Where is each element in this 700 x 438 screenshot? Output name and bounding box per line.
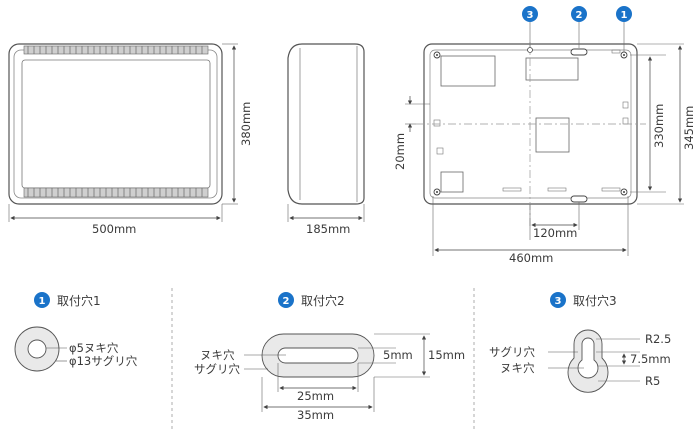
- detail-3-spacing: 7.5mm: [630, 352, 671, 366]
- detail-2-label-nuki: ヌキ穴: [200, 348, 235, 362]
- detail-2-inner-h: 5mm: [383, 348, 413, 362]
- back-height-label: 345mm: [682, 106, 696, 150]
- detail-1-title: 取付穴1: [57, 293, 101, 308]
- side-view: [287, 43, 365, 222]
- detail-2-title: 取付穴2: [301, 293, 345, 308]
- side-depth-label: 185mm: [306, 222, 350, 236]
- detail-1-label-2: φ13サグリ穴: [69, 354, 138, 368]
- svg-text:2: 2: [283, 296, 290, 307]
- front-view: [8, 43, 238, 222]
- badge-3-top: 3: [522, 6, 538, 22]
- detail-1-label-1: φ5ヌキ穴: [69, 341, 119, 355]
- detail-2-inner-w: 25mm: [297, 389, 334, 403]
- detail-3-r-small: R2.5: [645, 332, 671, 346]
- badge-2-top: 2: [571, 6, 587, 22]
- detail-3: 3 取付穴3 サグリ穴 ヌキ穴 R2.5 7.5mm R5: [489, 292, 671, 393]
- detail-3-r-large: R5: [645, 374, 660, 388]
- badge-3: [550, 292, 566, 308]
- detail-2-outer-w: 35mm: [297, 408, 334, 422]
- svg-text:3: 3: [555, 296, 562, 307]
- detail-3-label-saguri: サグリ穴: [489, 345, 535, 359]
- detail-3-title: 取付穴3: [573, 293, 617, 308]
- detail-2-outer-h: 15mm: [428, 348, 465, 362]
- detail-1: 1 取付穴1 φ5ヌキ穴 φ13サグリ穴: [14, 292, 138, 372]
- svg-text:1: 1: [39, 296, 46, 307]
- badge-1: [34, 292, 50, 308]
- back-hole-spacing-h-label: 460mm: [509, 251, 553, 265]
- svg-text:2: 2: [576, 10, 583, 21]
- back-hole-spacing-v-label: 330mm: [652, 104, 666, 148]
- front-width-label: 500mm: [92, 222, 136, 236]
- svg-text:1: 1: [621, 10, 628, 21]
- badge-2: [278, 292, 294, 308]
- front-height-label: 380mm: [239, 102, 253, 146]
- back-view: [405, 22, 684, 256]
- svg-text:3: 3: [527, 10, 534, 21]
- back-offset-label: 120mm: [533, 226, 577, 240]
- slot-through-hole: [277, 347, 359, 364]
- through-hole-circle: [27, 339, 47, 359]
- bottom-grille: [23, 187, 209, 198]
- badge-1-top: 1: [616, 6, 632, 22]
- detail-2: 2 取付穴2 ヌキ穴 サグリ穴 5mm 15mm 25mm 35mm: [194, 292, 465, 422]
- back-top-offset-label: 20mm: [393, 133, 407, 170]
- detail-2-label-saguri: サグリ穴: [194, 362, 240, 376]
- top-grille: [23, 45, 209, 55]
- detail-3-label-nuki: ヌキ穴: [500, 361, 535, 375]
